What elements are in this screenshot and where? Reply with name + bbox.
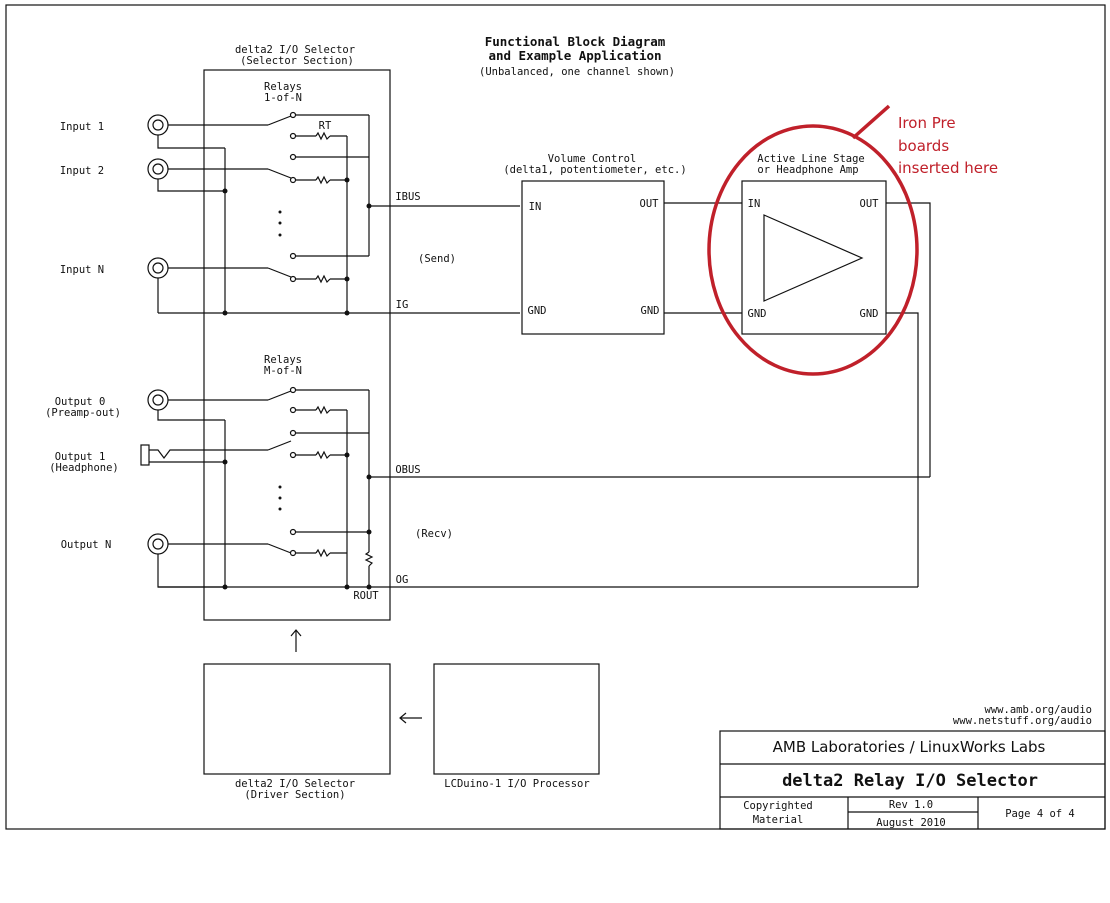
diagram-title-line2: and Example Application xyxy=(488,48,661,63)
ig-label: IG xyxy=(396,299,409,311)
selector-subtitle: (Selector Section) xyxy=(240,55,354,67)
recv-label: (Recv) xyxy=(415,528,453,540)
annotation-line3: inserted here xyxy=(898,159,998,177)
headphone-jack-icon xyxy=(140,444,220,466)
up-arrow-icon xyxy=(290,629,302,652)
amplifier-triangle-icon xyxy=(763,214,864,302)
send-label: (Send) xyxy=(418,253,456,265)
ibus-label: IBUS xyxy=(395,191,420,203)
og-label: OG xyxy=(396,574,409,586)
input-relays-label: Relays xyxy=(264,81,302,93)
output-relays-label: Relays xyxy=(264,354,302,366)
iron-pre-annotation xyxy=(707,104,919,376)
title-block-date: August 2010 xyxy=(876,817,946,829)
linestage-box xyxy=(741,180,887,335)
linestage-in-label: IN xyxy=(748,198,761,210)
volume-subtitle: (delta1, potentiometer, etc.) xyxy=(503,164,686,176)
url-netstuff: www.netstuff.org/audio xyxy=(953,715,1092,727)
input-relays-mode: 1-of-N xyxy=(264,92,302,104)
linestage-gnd-left-label: GND xyxy=(748,308,767,320)
highlight-ellipse xyxy=(707,124,919,376)
diagram-title-line3: (Unbalanced, one channel shown) xyxy=(479,66,675,78)
volume-to-linestage-wiring xyxy=(664,202,931,587)
title-block-copy-line2: Material xyxy=(753,814,804,826)
output-jack-0 xyxy=(147,389,169,411)
title-block-page: Page 4 of 4 xyxy=(1005,808,1075,820)
driver-section-box xyxy=(203,663,391,775)
title-block xyxy=(719,730,1106,830)
volume-out-label: OUT xyxy=(640,198,660,210)
input-wiring xyxy=(157,114,520,314)
driver-title: delta2 I/O Selector xyxy=(235,778,355,790)
annotation-pointer-line xyxy=(851,104,891,140)
linestage-gnd-right-label: GND xyxy=(860,308,879,320)
output-ellipsis-dots xyxy=(278,485,282,511)
output-junction-dots xyxy=(222,452,372,590)
linestage-title: Active Line Stage xyxy=(757,153,864,165)
selector-title: delta2 I/O Selector xyxy=(235,44,355,56)
input-n-label: Input N xyxy=(60,264,104,276)
input-junction-dots xyxy=(222,177,372,316)
output-0-label: Output 0 xyxy=(55,396,106,408)
output-0-sublabel: (Preamp-out) xyxy=(45,407,121,419)
title-block-drawing-name: delta2 Relay I/O Selector xyxy=(782,771,1038,791)
input-jack-n xyxy=(147,257,169,279)
annotation-line1: Iron Pre xyxy=(898,114,956,132)
title-block-revision: Rev 1.0 xyxy=(889,799,933,811)
obus-label: OBUS xyxy=(395,464,420,476)
volume-in-label: IN xyxy=(529,201,542,213)
sheet-border xyxy=(5,4,1106,830)
left-arrow-icon xyxy=(399,712,422,724)
output-1-label: Output 1 xyxy=(55,451,106,463)
output-n-label: Output N xyxy=(61,539,112,551)
url-amb: www.amb.org/audio xyxy=(985,704,1092,716)
rout-label: ROUT xyxy=(353,590,379,602)
title-block-copy-line1: Copyrighted xyxy=(743,800,813,812)
input-jack-1 xyxy=(147,114,169,136)
volume-control-box xyxy=(521,180,665,335)
input-ellipsis-dots xyxy=(278,210,282,237)
output-relay-contacts xyxy=(289,386,297,557)
input-jack-2 xyxy=(147,158,169,180)
linestage-out-label: OUT xyxy=(860,198,880,210)
title-block-company: AMB Laboratories / LinuxWorks Labs xyxy=(773,738,1046,756)
annotation-line2: boards xyxy=(898,137,949,155)
volume-gnd-left-label: GND xyxy=(528,305,547,317)
driver-subtitle: (Driver Section) xyxy=(244,789,345,801)
input-1-label: Input 1 xyxy=(60,121,104,133)
output-1-sublabel: (Headphone) xyxy=(49,462,119,474)
lcduino-box xyxy=(433,663,600,775)
linestage-subtitle: or Headphone Amp xyxy=(757,164,858,176)
rt-label: RT xyxy=(319,120,332,132)
output-jack-n xyxy=(147,533,169,555)
input-2-label: Input 2 xyxy=(60,165,104,177)
diagram-title-line1: Functional Block Diagram xyxy=(485,34,666,49)
output-relays-mode: M-of-N xyxy=(264,365,302,377)
selector-section-box xyxy=(203,69,391,621)
output-wiring xyxy=(157,389,930,588)
input-relay-contacts xyxy=(289,111,297,283)
volume-gnd-right-label: GND xyxy=(641,305,660,317)
volume-title: Volume Control xyxy=(548,153,637,165)
lcduino-label: LCDuino-1 I/O Processor xyxy=(444,778,589,790)
